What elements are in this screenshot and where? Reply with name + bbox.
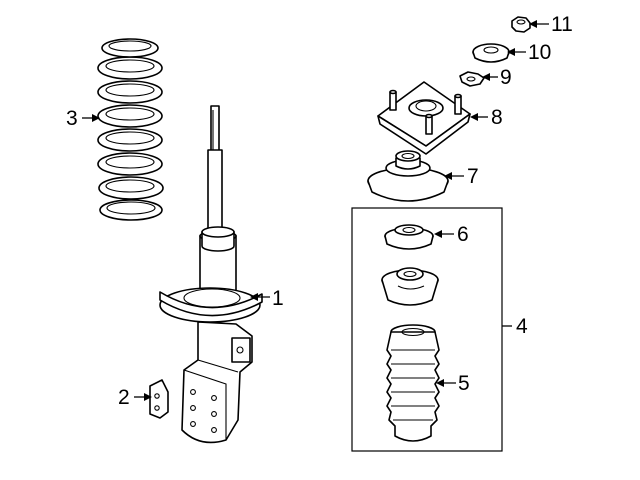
- callout-1: 1: [250, 287, 284, 310]
- bump-stop: [381, 267, 439, 306]
- callout-label-1: 1: [272, 287, 284, 310]
- washer: [459, 71, 485, 87]
- callout-3: 3: [66, 107, 100, 130]
- bump-stop-cap: [384, 224, 434, 250]
- callout-label-7: 7: [467, 165, 479, 188]
- callout-5: 5: [436, 372, 470, 395]
- callout-4: 4: [502, 315, 528, 338]
- upper-mount: [377, 81, 471, 155]
- callout-10: 10: [507, 41, 551, 64]
- callout-label-6: 6: [457, 223, 469, 246]
- callout-label-4: 4: [516, 315, 528, 338]
- bearing-plate: [472, 43, 510, 63]
- callout-11: 11: [529, 13, 573, 36]
- callout-label-2: 2: [118, 386, 130, 409]
- strut-assembly: [159, 105, 263, 444]
- kit-bracket-box: [351, 207, 503, 452]
- coil-spring: [97, 38, 164, 221]
- bracket: [149, 379, 169, 419]
- callout-label-8: 8: [491, 106, 503, 129]
- callout-6: 6: [434, 223, 469, 246]
- callout-label-3: 3: [66, 107, 78, 130]
- callout-2: 2: [118, 386, 152, 409]
- nut: [511, 16, 531, 33]
- callout-7: 7: [444, 165, 479, 188]
- dust-boot: [386, 324, 440, 442]
- callout-8: 8: [470, 106, 503, 129]
- callout-label-10: 10: [528, 41, 551, 64]
- callout-9: 9: [482, 66, 512, 89]
- upper-spring-seat: [367, 150, 449, 202]
- callout-label-9: 9: [500, 66, 512, 89]
- callout-label-11: 11: [551, 13, 573, 36]
- callout-label-5: 5: [458, 372, 470, 395]
